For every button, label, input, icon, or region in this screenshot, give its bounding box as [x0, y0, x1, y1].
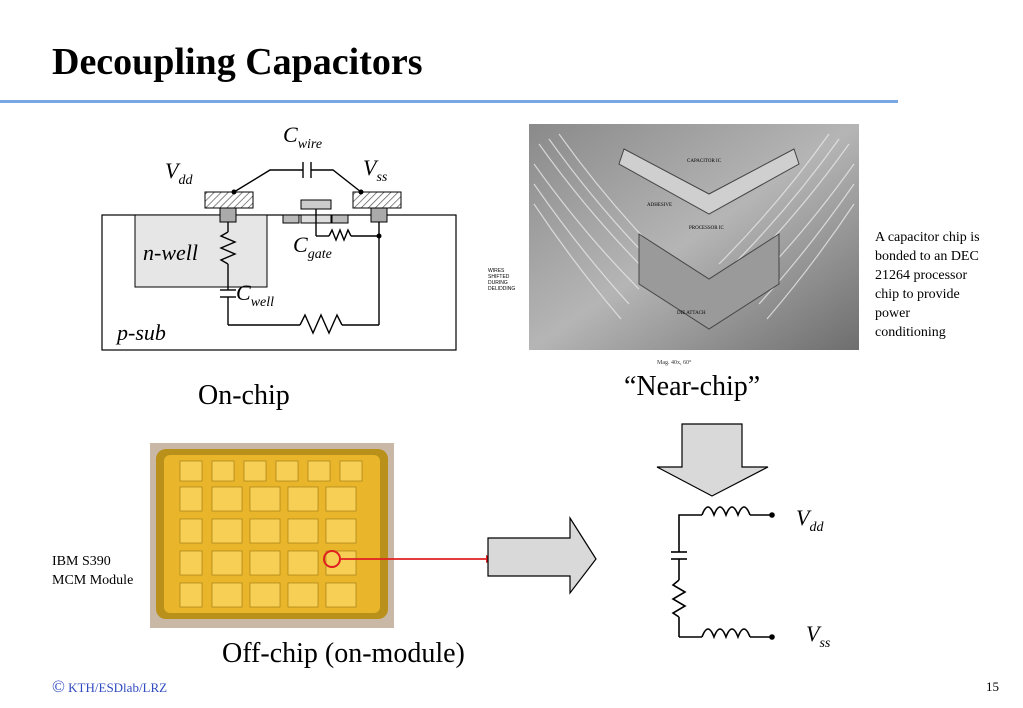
svg-text:CAPACITOR IC: CAPACITOR IC	[687, 159, 722, 164]
onchip-caption: On-chip	[198, 380, 290, 411]
c-wire-label: Cwire	[283, 122, 322, 152]
c-well-label: Cwell	[236, 280, 274, 310]
gate-electrode	[300, 199, 332, 210]
mcm-caption: IBM S390 MCM Module	[52, 554, 134, 588]
svg-text:PROCESSOR IC: PROCESSOR IC	[689, 226, 725, 231]
p-sub-label: p-sub	[115, 320, 166, 345]
n-well-label: n-well	[143, 240, 198, 265]
equivalent-circuit: Vdd Vss	[671, 505, 831, 651]
vdd-metal-pad	[204, 191, 254, 209]
page-title: Decoupling Capacitors	[52, 41, 423, 83]
page-number: 15	[986, 679, 999, 694]
c-gate-label: Cgate	[293, 232, 332, 262]
near-chip-caption: “Near-chip”	[624, 371, 761, 402]
vss-contact	[370, 207, 388, 223]
down-arrow	[656, 423, 769, 497]
svg-text:ADHESIVE: ADHESIVE	[647, 203, 672, 208]
eq-vss-label: Vss	[806, 621, 831, 651]
vss-metal-pad	[352, 191, 402, 209]
vdd-contact	[219, 207, 237, 223]
mcm-module-photo	[150, 443, 394, 628]
off-chip-caption: Off-chip (on-module)	[222, 638, 465, 669]
svg-text:DIE ATTACH: DIE ATTACH	[677, 311, 706, 316]
wires-label: WIRES SHIFTED DURING DELIDDING	[488, 268, 516, 292]
vdd-label: Vdd	[165, 158, 193, 188]
svg-text:Mag. 40x, 60°: Mag. 40x, 60°	[657, 359, 692, 366]
title-underline	[0, 100, 898, 103]
vss-label: Vss	[363, 155, 388, 185]
pointer-and-arrow	[340, 515, 597, 595]
near-chip-photo: CAPACITOR IC ADHESIVE PROCESSOR IC WIRES…	[529, 124, 859, 374]
eq-vdd-label: Vdd	[796, 505, 824, 535]
near-chip-description: A capacitor chip is bonded to an DEC 212…	[875, 230, 980, 340]
footer-copyright: © KTH/ESDlab/LRZ	[52, 677, 168, 696]
n-well-region	[134, 214, 268, 288]
onchip-diagram: Cwire Vdd Vss Cgate Cwell n-well p-sub	[101, 122, 457, 351]
